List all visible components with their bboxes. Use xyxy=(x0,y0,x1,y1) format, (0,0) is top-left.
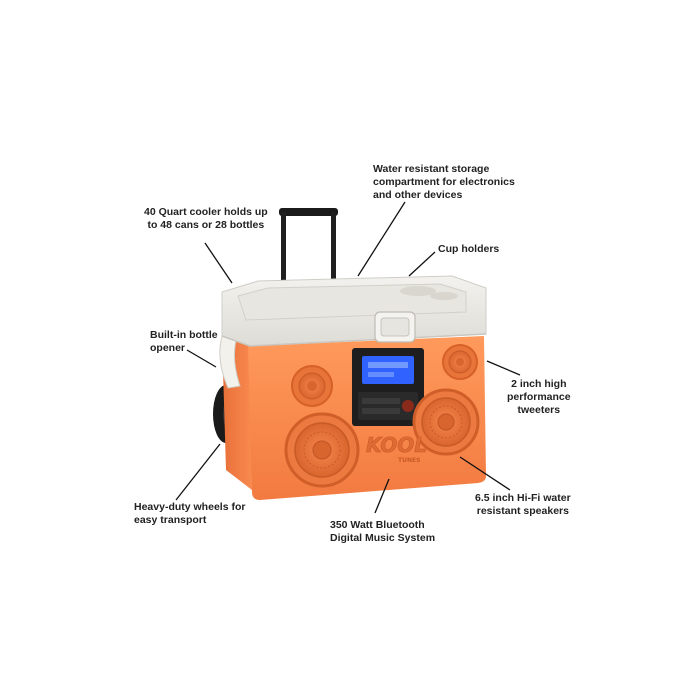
cup-holder xyxy=(400,286,436,296)
callout-cupholders: Cup holders xyxy=(438,243,500,255)
speaker-right xyxy=(412,388,480,456)
callout-tweeters: 2 inch high performance tweeters xyxy=(507,378,571,416)
tweeter-right xyxy=(442,344,478,380)
callout-capacity: 40 Quart cooler holds up to 48 cans or 2… xyxy=(144,206,268,231)
cup-holder xyxy=(430,292,458,300)
side-handle xyxy=(219,329,241,389)
callout-music-system: 350 Watt Bluetooth Digital Music System xyxy=(330,519,436,544)
callout-storage: Water resistant storage compartment for … xyxy=(373,163,515,201)
callout-bottle-opener: Built-in bottle opener xyxy=(150,329,218,354)
telescoping-handle xyxy=(279,208,338,290)
callout-speakers: 6.5 inch Hi-Fi water resistant speakers xyxy=(475,492,571,517)
callout-wheels: Heavy-duty wheels for easy transport xyxy=(134,501,246,526)
brand-logo: KOOL xyxy=(366,433,427,457)
tweeter-left xyxy=(291,365,333,407)
speaker-left xyxy=(284,412,360,488)
brand-logo-sub: TUNES xyxy=(398,457,420,464)
leader-lines xyxy=(175,201,521,514)
music-system-panel xyxy=(352,348,424,426)
